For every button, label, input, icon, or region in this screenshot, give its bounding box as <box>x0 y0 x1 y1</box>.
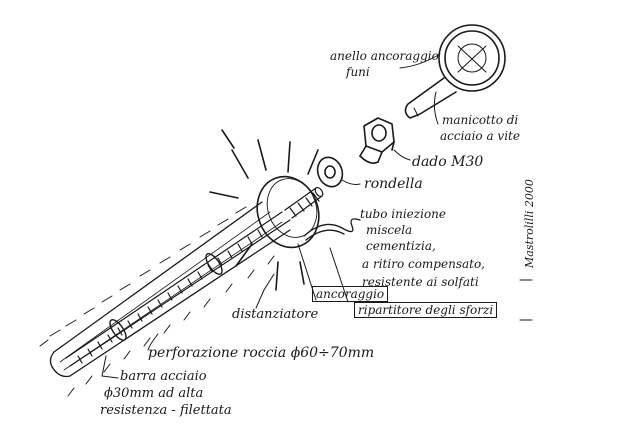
label-load-distributor: ripartitore degli sforzi <box>354 302 498 318</box>
label-ropes: funi <box>346 65 370 79</box>
label-tube-4: a ritiro compensato, <box>362 257 485 271</box>
washer <box>316 156 344 188</box>
label-tube-3: cementizia, <box>366 239 436 253</box>
sleeve-and-ring <box>404 24 506 119</box>
label-tube-2: miscela <box>366 223 413 237</box>
leader-lines <box>101 53 533 379</box>
author-signature: Mastrolilli 2000 <box>523 179 536 268</box>
label-bar-2: ϕ30mm ad alta <box>104 386 204 401</box>
spacers <box>109 253 223 341</box>
label-anchorage: ancoraggio <box>312 286 389 302</box>
label-spacer: distanziatore <box>232 307 319 322</box>
label-tube-5: resistente ai solfati <box>362 275 479 289</box>
label-nut: dado M30 <box>412 154 484 170</box>
rock-borehole <box>39 201 291 397</box>
label-sleeve-2: acciaio a vite <box>440 129 520 143</box>
label-bar-3: resistenza - filettata <box>100 403 232 418</box>
threaded-steel-bar <box>65 186 324 367</box>
label-sleeve-1: manicotto di <box>442 113 519 127</box>
label-anchor-ring: anello ancoraggio <box>330 49 439 63</box>
label-bar-1: barra acciaio <box>120 369 207 384</box>
grout-tube <box>303 218 361 241</box>
label-tube-1: tubo iniezione <box>360 207 446 221</box>
nut-m30 <box>359 117 395 164</box>
label-rock-drilling: perforazione roccia ϕ60÷70mm <box>148 345 375 361</box>
label-washer: rondella <box>364 176 423 192</box>
anchorage-plate <box>209 129 320 291</box>
